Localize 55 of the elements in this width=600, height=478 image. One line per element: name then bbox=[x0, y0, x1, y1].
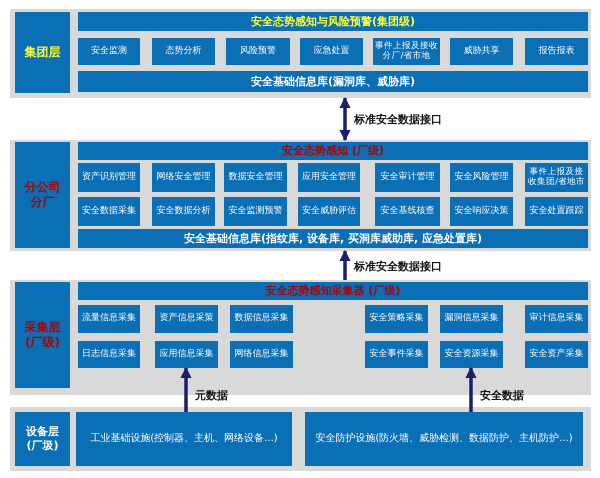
function-box: 漏洞信息采集 bbox=[440, 305, 503, 333]
function-box: 资产识别管理 bbox=[78, 163, 140, 192]
layer-label: 采集层(厂级) bbox=[15, 282, 70, 388]
function-box: 报告报表 bbox=[525, 38, 588, 65]
function-box: 安全监测预警 bbox=[224, 197, 287, 226]
function-box: 安全监测 bbox=[78, 38, 140, 65]
function-box: 风险预警 bbox=[226, 38, 290, 65]
function-box: 审计信息采集 bbox=[525, 305, 588, 333]
function-box: 威胁共享 bbox=[450, 38, 513, 65]
function-box: 应用信息采集 bbox=[155, 341, 218, 368]
function-box: 数据安全管理 bbox=[224, 163, 287, 192]
function-box: 网络安全管理 bbox=[152, 163, 215, 192]
arrow bbox=[339, 96, 351, 142]
layer-label: 分公司分厂 bbox=[15, 142, 70, 248]
title-bar: 安全态势感知与风险预警(集团级) bbox=[78, 12, 588, 31]
function-box: 应用安全管理 bbox=[298, 163, 360, 192]
layer-label: 集团层 bbox=[15, 12, 70, 93]
function-box: 安全数据采集 bbox=[78, 197, 140, 226]
device-box: 安全防护设施(防火墙、威胁检测、数据防护、主机防护...) bbox=[305, 412, 583, 466]
function-box: 日志信息采集 bbox=[78, 341, 140, 368]
function-box: 安全响应决策 bbox=[450, 197, 513, 226]
function-box: 安全处置跟踪 bbox=[525, 197, 588, 226]
edge-label: 元数据 bbox=[195, 388, 228, 403]
layer-panel bbox=[10, 140, 591, 251]
function-box: 安全威胁评估 bbox=[298, 197, 360, 226]
arrow bbox=[465, 366, 477, 412]
device-box: 工业基础设施(控制器、主机、网络设备...) bbox=[76, 412, 292, 466]
layer-panel bbox=[10, 9, 591, 98]
function-box: 安全资产采集 bbox=[525, 341, 588, 368]
database-bar: 安全基础信息库(指纹库, 设备库, 买洞库威助库, 应急处置库) bbox=[78, 229, 588, 248]
title-bar: 安全态势感知采集器 (厂级) bbox=[78, 282, 588, 300]
arrow bbox=[180, 366, 192, 412]
function-box: 网络信息采集 bbox=[230, 341, 293, 368]
function-box: 态势分析 bbox=[152, 38, 215, 65]
layer-label: 设备层(厂圾) bbox=[15, 412, 70, 466]
function-box: 安全策略采集 bbox=[365, 305, 428, 333]
function-box: 应急处置 bbox=[300, 38, 363, 65]
function-box: 资产信息采策 bbox=[155, 305, 218, 333]
arrow bbox=[339, 250, 351, 280]
edge-label: 标准安全数据接口 bbox=[354, 112, 442, 127]
function-box: 流量信息采集 bbox=[78, 305, 140, 333]
function-box: 安全事件采集 bbox=[365, 341, 428, 368]
function-box: 安全基线核查 bbox=[375, 197, 440, 226]
function-box: 安全风险管理 bbox=[450, 163, 513, 192]
edge-label: 标准安全数据接口 bbox=[354, 258, 442, 274]
function-box: 安全数据分析 bbox=[152, 197, 215, 226]
function-box: 安全审计管理 bbox=[375, 163, 440, 192]
function-box: 事件上报及接收集团/省地市 bbox=[525, 163, 588, 192]
layer-panel bbox=[10, 407, 591, 471]
database-bar: 安全基础信息库(漏洞库、威胁库) bbox=[78, 71, 588, 92]
function-box: 数据信息采集 bbox=[230, 305, 293, 333]
edge-label: 安全数据 bbox=[480, 388, 524, 403]
function-box: 事件上报及接收分厂/省市地 bbox=[373, 38, 440, 65]
function-box: 安全资源采集 bbox=[440, 341, 503, 368]
title-bar: 安全态势感知 (厂级) bbox=[78, 142, 588, 160]
